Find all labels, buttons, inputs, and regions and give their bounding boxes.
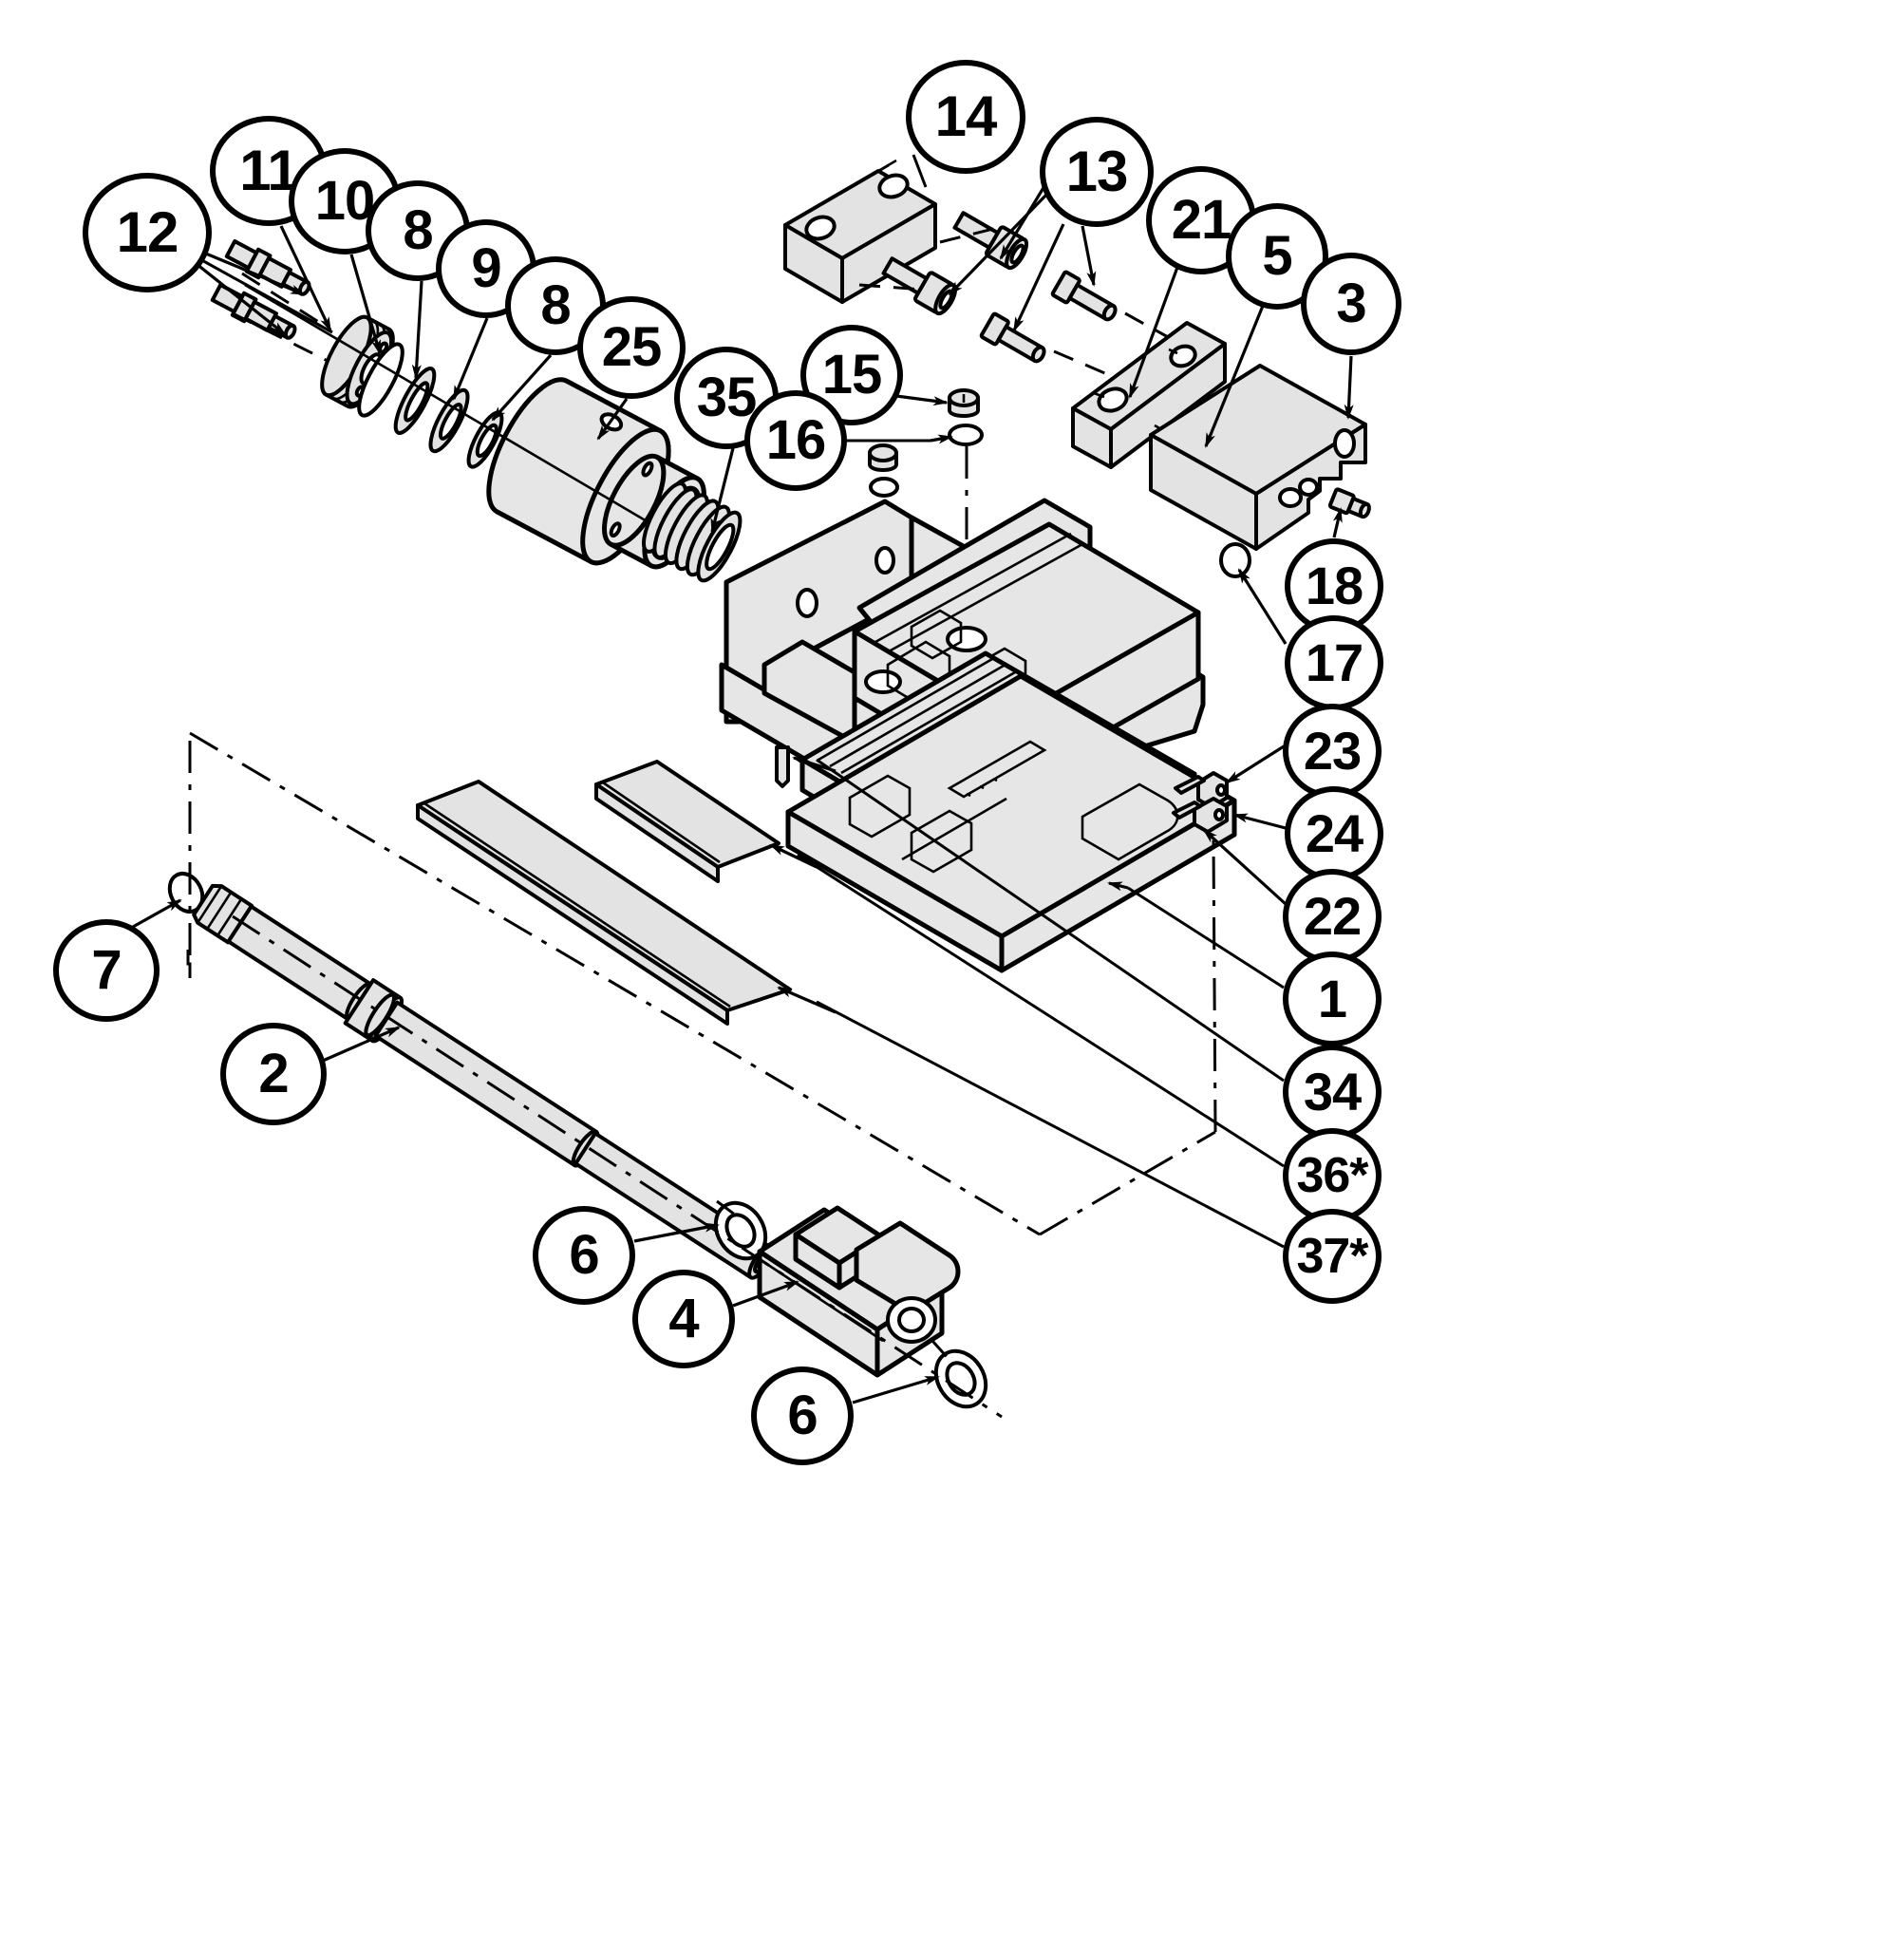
callout-balloon-1[interactable]: 1: [1283, 952, 1382, 1046]
callout-balloon-7[interactable]: 7: [53, 919, 160, 1022]
part-15-plug-a: [948, 388, 980, 418]
leader-lines: [132, 154, 1354, 1404]
callout-balloon-14[interactable]: 14: [906, 60, 1025, 174]
part-14-clamp-bar: [783, 159, 937, 304]
callout-balloon-13[interactable]: 13: [1040, 117, 1154, 227]
part-16-o-ring-a: [948, 424, 984, 446]
part-18-fitting: [1327, 487, 1371, 519]
part-1-main-rail-body: [719, 498, 1237, 973]
part-17-washer: [1219, 542, 1251, 578]
callout-balloon-5[interactable]: 5: [1226, 203, 1328, 310]
part-4-bearing-block: [757, 1205, 961, 1378]
callout-balloon-25[interactable]: 25: [577, 296, 686, 399]
part-10-o-ring: [357, 342, 404, 418]
part-13-screws: [858, 211, 1171, 382]
part-3-end-block: [1149, 364, 1367, 551]
callout-balloon-37star[interactable]: 37*: [1283, 1209, 1382, 1304]
callout-balloon-22[interactable]: 22: [1283, 869, 1382, 964]
part-15-plug-b: [868, 443, 898, 472]
callout-balloon-6[interactable]: 6: [533, 1206, 635, 1305]
callout-balloon-17[interactable]: 17: [1285, 615, 1383, 710]
callout-balloon-24[interactable]: 24: [1285, 786, 1383, 881]
callout-balloon-3[interactable]: 3: [1301, 253, 1401, 355]
part-9-washer: [428, 387, 470, 454]
part-16-o-ring-b: [869, 477, 899, 498]
part-21-end-plate: [1071, 321, 1227, 469]
part-8-washer-a: [393, 367, 437, 435]
part-36-cover-strip-b: [594, 760, 780, 883]
callout-balloon-4[interactable]: 4: [632, 1270, 735, 1368]
part-23-24-latch: [1172, 771, 1229, 834]
callout-balloon-23[interactable]: 23: [1283, 704, 1382, 799]
callout-balloon-2[interactable]: 2: [220, 1023, 327, 1125]
callout-balloon-12[interactable]: 12: [83, 173, 212, 292]
callout-balloon-16[interactable]: 16: [744, 390, 847, 491]
callout-balloon-6[interactable]: 6: [751, 1366, 854, 1465]
callout-balloon-34[interactable]: 34: [1283, 1045, 1382, 1140]
callout-balloon-36star[interactable]: 36*: [1283, 1128, 1382, 1223]
part-8-washer-b: [466, 410, 504, 469]
part-34-dowel: [775, 745, 790, 788]
